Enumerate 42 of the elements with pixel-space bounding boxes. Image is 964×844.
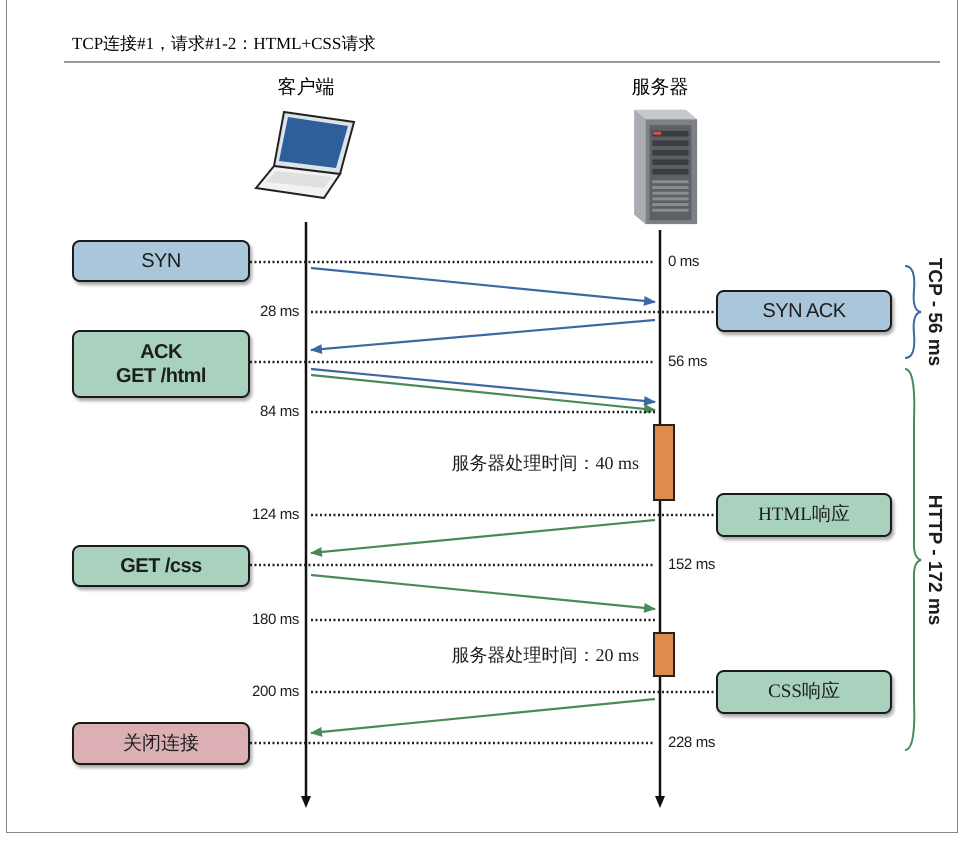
- dotted-line: [250, 260, 655, 264]
- dotted-line: [250, 564, 655, 566]
- dotted-line: [311, 618, 655, 622]
- time-label: 228 ms: [668, 733, 715, 753]
- message-arrow: [310, 266, 656, 306]
- processing-bar: [653, 424, 675, 501]
- processing-time-note: 服务器处理时间：20 ms: [451, 644, 639, 666]
- message-box: HTML响应: [716, 493, 892, 537]
- message-arrow: [310, 368, 656, 406]
- time-label: 84 ms: [260, 402, 299, 422]
- message-arrow: [310, 518, 656, 557]
- lifeline-heading: 服务器: [632, 76, 688, 100]
- diagram-title: TCP连接#1，请求#1-2：HTML+CSS请求: [72, 33, 376, 55]
- dotted-line: [250, 360, 655, 364]
- message-arrow: [310, 374, 656, 414]
- time-label: 200 ms: [252, 682, 299, 702]
- message-box: ACK GET /html: [72, 330, 250, 398]
- message-arrow: [310, 698, 656, 737]
- processing-time-note: 服务器处理时间：40 ms: [451, 452, 639, 474]
- lifeline-arrow: [301, 222, 311, 808]
- duration-label: HTTP - 172 ms: [923, 494, 946, 626]
- dotted-line: [311, 514, 716, 516]
- time-label: 0 ms: [668, 252, 700, 272]
- dotted-line: [250, 742, 655, 744]
- dotted-line: [311, 410, 655, 414]
- message-box: SYN ACK: [716, 290, 892, 332]
- lifeline-heading: 客户端: [278, 76, 334, 100]
- dotted-line: [311, 310, 716, 314]
- message-box: 关闭连接: [72, 722, 250, 765]
- time-label: 124 ms: [252, 505, 299, 525]
- message-box: CSS响应: [716, 670, 892, 714]
- message-arrow: [310, 574, 656, 613]
- time-label: 152 ms: [668, 555, 715, 575]
- message-box: SYN: [72, 240, 250, 282]
- time-label: 28 ms: [260, 302, 299, 322]
- duration-label: TCP - 56 ms: [923, 258, 946, 366]
- time-label: 180 ms: [252, 610, 299, 630]
- dotted-line: [311, 690, 716, 694]
- time-label: 56 ms: [668, 352, 707, 372]
- processing-bar: [653, 632, 675, 677]
- message-box: GET /css: [72, 545, 250, 587]
- message-arrow: [310, 318, 656, 354]
